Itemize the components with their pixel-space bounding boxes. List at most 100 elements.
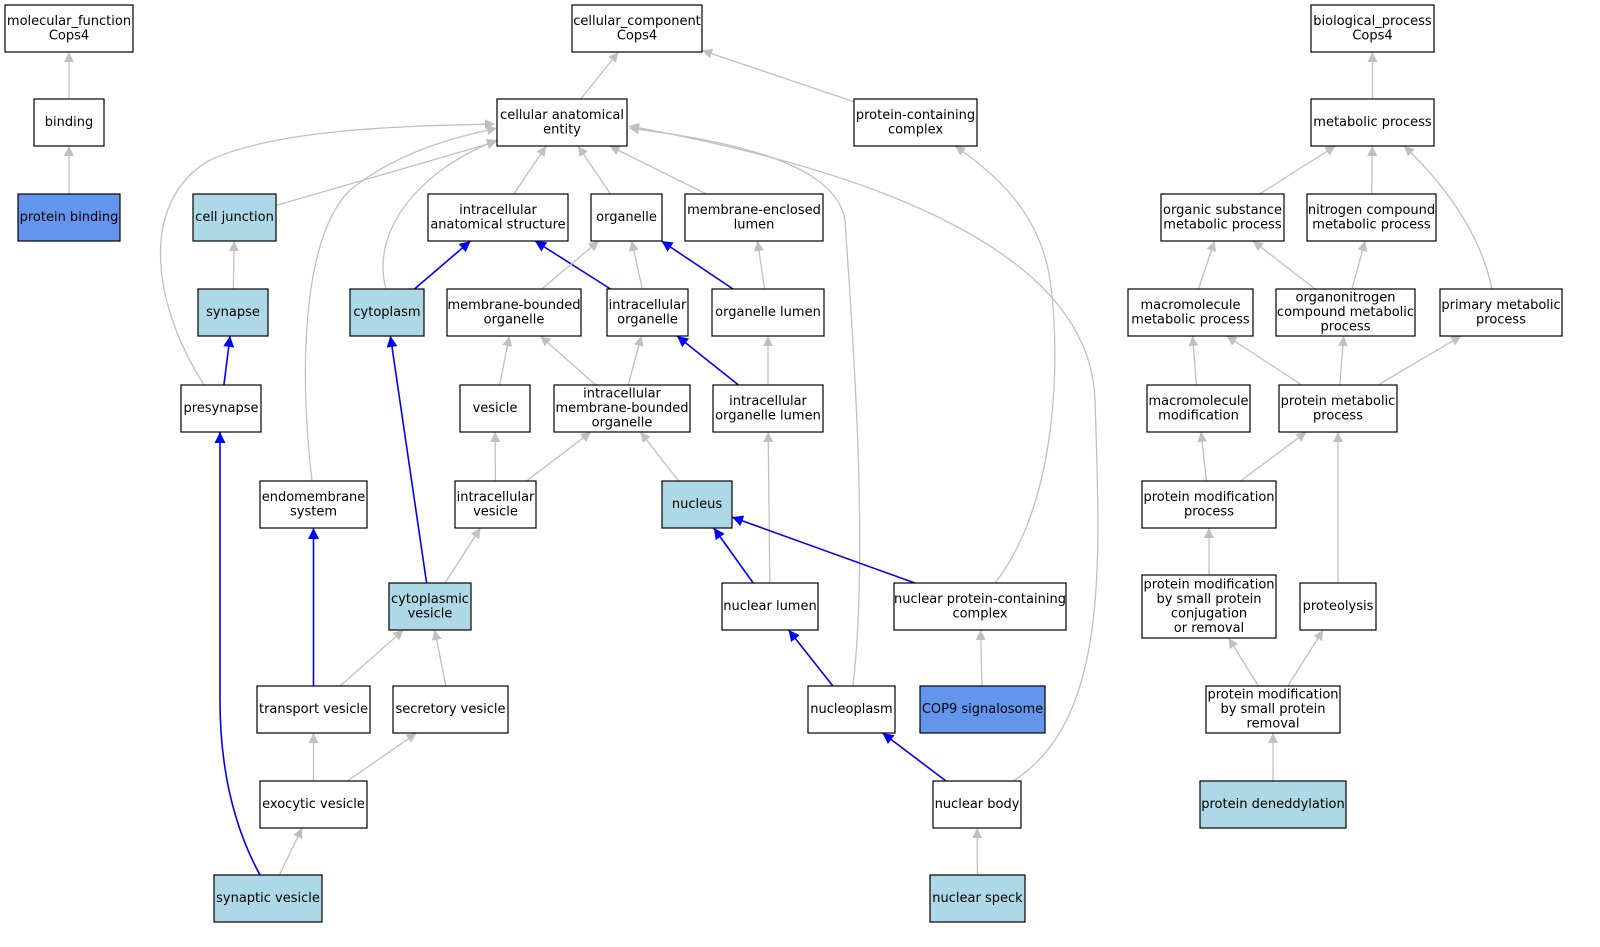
node-label-line: entity [543, 122, 581, 137]
edge-ocmp-to-ncmp [1351, 240, 1368, 290]
node-label-line: process [1313, 408, 1363, 423]
node-label-line: organelle [484, 312, 545, 327]
node-exocytic-vesicle[interactable]: exocytic vesicle [259, 780, 368, 829]
node-box [1160, 193, 1285, 242]
edge-cv-to-iv [444, 527, 481, 584]
node-presynapse[interactable]: presynapse [180, 384, 262, 433]
node-label-line: intracellular [459, 203, 537, 218]
node-synaptic-vesicle[interactable]: synaptic vesicle [213, 874, 323, 923]
node-box [1439, 288, 1563, 337]
node-box [1310, 4, 1435, 53]
node-transport-vesicle[interactable]: transport vesicle [256, 685, 371, 734]
node-label-line: nitrogen compound [1308, 203, 1435, 218]
node-label-line: metabolic process [1163, 217, 1282, 232]
node-box [213, 874, 323, 923]
edge-presynapse-to-cae [159, 119, 496, 386]
node-label-line: cellular anatomical [500, 108, 624, 123]
node-binding[interactable]: binding [33, 98, 105, 147]
node-box [388, 582, 472, 631]
node-label-line: intracellular [609, 298, 687, 313]
node-synapse[interactable]: synapse [197, 288, 269, 337]
node-label-line: proteolysis [1303, 599, 1374, 614]
node-box [1310, 98, 1435, 147]
node-label-line: system [290, 504, 337, 519]
edge-mbo-to-organelle [541, 240, 600, 290]
node-nucleus[interactable]: nucleus [661, 480, 733, 529]
node-nuclear-speck[interactable]: nuclear speck [929, 874, 1026, 923]
edge-cell-junction-to-cae [275, 139, 498, 207]
node-metabolic[interactable]: metabolic process [1310, 98, 1435, 147]
node-label-line: intracellular [457, 490, 535, 505]
node-label-line: presynapse [183, 401, 258, 416]
node-nucleoplasm[interactable]: nucleoplasm [807, 685, 896, 734]
node-box [807, 685, 896, 734]
node-label-line: organelle lumen [715, 305, 821, 320]
node-label-line: protein metabolic [1281, 394, 1396, 409]
node-box [256, 685, 371, 734]
node-box [661, 480, 733, 529]
edge-ol-to-organelle [661, 240, 734, 290]
edge-nucleus-to-imbo [639, 431, 680, 482]
node-nuclear-body[interactable]: nuclear body [932, 780, 1022, 829]
node-deneddylation[interactable]: protein deneddylation [1199, 780, 1347, 829]
node-nuclear-lumen[interactable]: nuclear lumen [721, 582, 819, 631]
node-label-line: nuclear speck [932, 891, 1023, 906]
edge-cop9-to-npcc [975, 629, 986, 687]
node-box [929, 874, 1026, 923]
edge-cytoplasm-to-ias [413, 240, 472, 290]
node-label-line: lumen [734, 217, 775, 232]
node-label-line: organelle [592, 416, 653, 431]
node-box [1306, 193, 1437, 242]
node-label-line: molecular_function [7, 14, 131, 29]
node-label-line: by small protein [1220, 702, 1325, 717]
node-ol[interactable]: organelle lumen [711, 288, 825, 337]
node-cytoplasm[interactable]: cytoplasm [349, 288, 425, 337]
edge-cae-to-cc [580, 51, 619, 100]
node-label-line: protein modification [1143, 490, 1274, 505]
node-cell-junction[interactable]: cell junction [192, 193, 277, 242]
node-cop9[interactable]: COP9 signalosome [919, 685, 1046, 734]
node-proteolysis[interactable]: proteolysis [1299, 582, 1377, 631]
edge-io-to-ias [534, 240, 611, 290]
node-label-line: nuclear lumen [723, 599, 816, 614]
edge-pmodp-to-protmp [1240, 431, 1307, 482]
edge-pcc-to-cc [701, 48, 855, 103]
node-box [1127, 288, 1254, 337]
node-secretory-vesicle[interactable]: secretory vesicle [392, 685, 509, 734]
node-protein-binding[interactable]: protein binding [17, 193, 121, 242]
node-label-line: protein modification [1143, 577, 1274, 592]
node-box [919, 685, 1046, 734]
node-box [606, 288, 689, 337]
edge-vesicle-to-mbo [499, 335, 513, 386]
node-label-line: Cops4 [49, 28, 89, 43]
node-organelle[interactable]: organelle [590, 193, 663, 242]
node-label-line: conjugation [1171, 606, 1247, 621]
node-vesicle[interactable]: vesicle [459, 384, 531, 433]
